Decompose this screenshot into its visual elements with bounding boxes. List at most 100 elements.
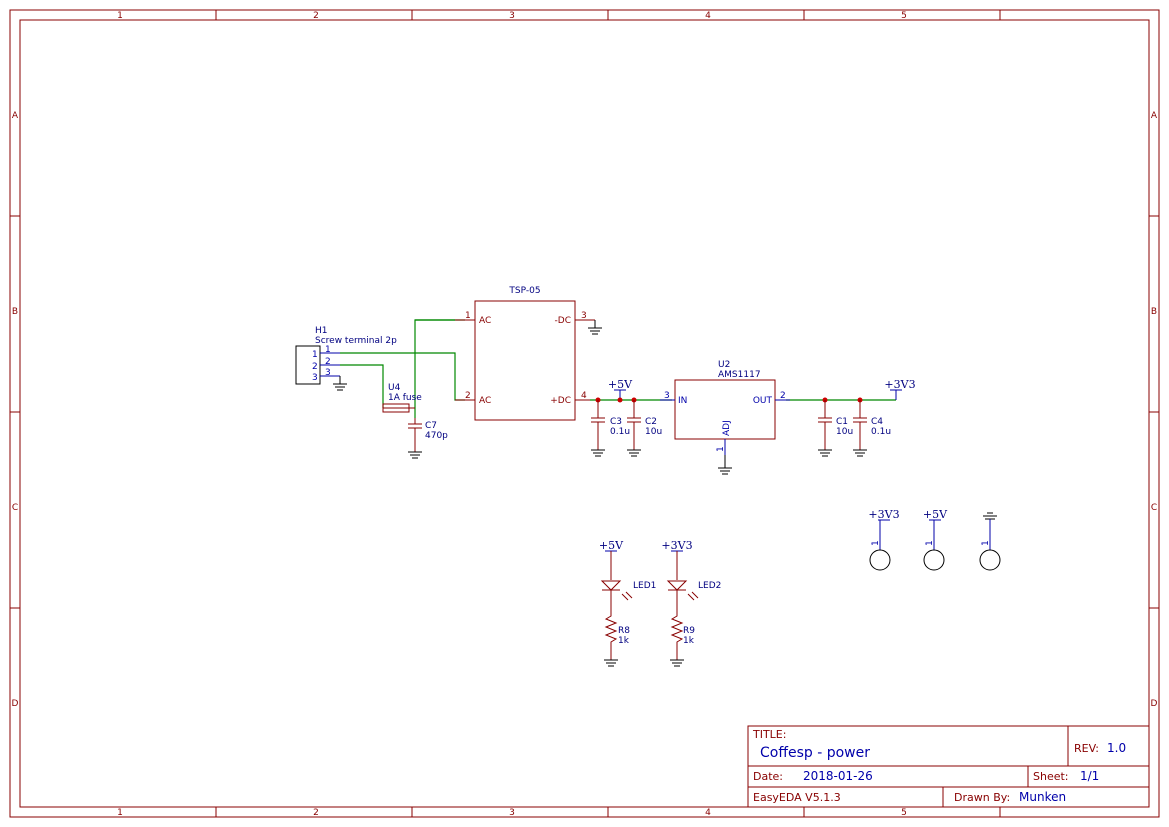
r8-value: 1k [618,636,630,646]
sheet-title: Coffesp - power [760,745,870,761]
testpoint-gnd[interactable]: 1 [979,512,1001,571]
tsp05-pin4-num: 4 [581,391,587,401]
tsp05-pin3-name: -DC [555,316,571,326]
row-label-a-left: A [12,111,19,121]
tp-5v-pin: 1 [925,540,935,546]
tp-3v3-pin: 1 [871,540,881,546]
tsp05-pin4-name: +DC [550,396,571,406]
column-label-5-top: 5 [901,11,907,21]
column-label-4-bottom: 4 [705,808,711,818]
r8-ref: R8 [618,626,630,636]
testpoint-5v[interactable]: +5V 1 [923,508,948,571]
led1-circuit[interactable]: +5V LED1 R8 1k [599,539,656,667]
h1-right-pin3: 3 [325,368,331,378]
net-5v-label-tp: +5V [923,508,948,521]
net-3v3-label-led2: +3V3 [661,539,692,552]
row-label-b-left: B [12,307,18,317]
tool-version: EasyEDA V5.1.3 [753,791,841,804]
row-label-a-right: A [1151,111,1158,121]
c1-capacitor[interactable]: C1 10u [818,400,853,457]
drawn-by-value: Munken [1019,790,1066,804]
rev-label: REV: [1074,742,1099,755]
u2-pin-out-name: OUT [753,396,773,406]
c3-ref: C3 [610,417,622,427]
net-5v-label-led1: +5V [599,539,624,552]
column-label-2-top: 2 [313,11,319,21]
tsp05-pin1-num: 1 [465,311,471,321]
u4-value: 1A fuse [388,393,422,403]
column-label-5-bottom: 5 [901,808,907,818]
c2-capacitor[interactable]: C2 10u [627,400,662,457]
column-label-4-top: 4 [705,11,711,21]
h1-value: Screw terminal 2p [315,336,397,346]
net-5v-label-rail: +5V [608,378,633,391]
wires [340,319,896,418]
c7-ref: C7 [425,421,437,431]
sheet-label: Sheet: [1033,770,1069,783]
date-value: 2018-01-26 [803,769,873,783]
net-3v3-label-tp: +3V3 [868,508,899,521]
c3-value: 0.1u [610,427,630,437]
u2-pin-adj-num: 1 [716,446,726,452]
u2-regulator[interactable]: U2 AMS1117 3 2 IN OUT ADJ 1 [660,360,790,475]
c7-value: 470p [425,431,448,441]
u2-value: AMS1117 [718,370,761,380]
tsp05-name: TSP-05 [508,286,540,296]
c7-capacitor[interactable]: C7 470p [408,418,448,459]
c1-ref: C1 [836,417,848,427]
led2-ref: LED2 [698,581,721,591]
tsp05-component[interactable]: TSP-05 1 2 3 4 AC AC -DC +DC [455,286,602,421]
u4-ref: U4 [388,383,401,393]
drawn-by-label: Drawn By: [954,791,1010,804]
tsp05-pin2-name: AC [479,396,491,406]
c4-value: 0.1u [871,427,891,437]
h1-right-pin2: 2 [325,357,331,367]
c4-capacitor[interactable]: C4 0.1u [853,400,891,457]
rev-value: 1.0 [1107,741,1126,755]
row-label-d-left: D [12,699,19,709]
u2-pin-in-name: IN [678,396,687,406]
u2-pin-out-num: 2 [780,391,786,401]
column-label-1-top: 1 [117,11,123,21]
tsp05-pin1-name: AC [479,316,491,326]
net-flag-3v3-rail: +3V3 [884,378,916,400]
h1-ref: H1 [315,326,328,336]
h1-right-pin1: 1 [325,345,331,355]
column-label-1-bottom: 1 [117,808,123,818]
h1-screw-terminal[interactable]: H1 Screw terminal 2p 1 2 3 1 2 3 [295,326,397,391]
sheet-frame: 1 2 3 4 5 1 2 3 4 5 A B C D A B C D [9,9,1160,818]
column-label-3-bottom: 3 [509,808,515,818]
tsp05-pin3-num: 3 [581,311,587,321]
h1-left-pin3: 3 [312,373,318,383]
date-label: Date: [753,770,783,783]
h1-left-pin2: 2 [312,362,318,372]
c4-ref: C4 [871,417,883,427]
column-label-3-top: 3 [509,11,515,21]
title-label: TITLE: [752,728,786,741]
u2-pin-adj-name: ADJ [722,420,732,436]
r9-value: 1k [683,636,695,646]
row-label-d-right: D [1151,699,1158,709]
u4-fuse[interactable]: U4 1A fuse [382,383,422,413]
net-flag-5v-rail: +5V [608,378,633,400]
u2-ref: U2 [718,360,730,370]
column-label-2-bottom: 2 [313,808,319,818]
c3-capacitor[interactable]: C3 0.1u [591,400,630,457]
tsp05-pin2-num: 2 [465,391,471,401]
c2-ref: C2 [645,417,657,427]
c2-value: 10u [645,427,662,437]
title-block: TITLE: Coffesp - power REV: 1.0 Date: 20… [747,725,1150,808]
led2-circuit[interactable]: +3V3 LED2 R9 1k [661,539,721,667]
h1-left-pin1: 1 [312,350,318,360]
r9-ref: R9 [683,626,695,636]
row-label-c-right: C [1151,503,1157,513]
testpoint-3v3[interactable]: +3V3 1 [868,508,900,571]
led1-ref: LED1 [633,581,656,591]
row-label-c-left: C [12,503,18,513]
u2-pin-in-num: 3 [664,391,670,401]
c1-value: 10u [836,427,853,437]
tp-gnd-pin: 1 [981,540,991,546]
row-label-b-right: B [1151,307,1157,317]
sheet-value: 1/1 [1080,769,1099,783]
